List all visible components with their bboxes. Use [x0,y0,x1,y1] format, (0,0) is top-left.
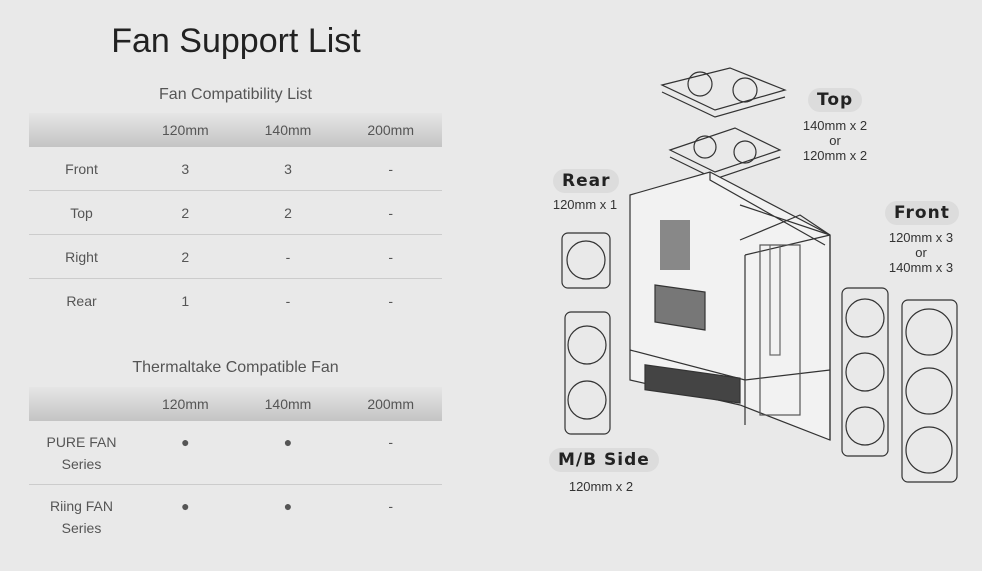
row-label-line2: Series [61,456,102,472]
row-label-line2: Series [61,519,102,536]
table-header: 120mm 140mm 200mm [29,387,442,421]
table-header: 120mm 140mm 200mm [29,113,442,147]
spec-line: 140mm x 3 [888,260,954,275]
cell: 2 [134,190,237,235]
table-row: Rear 1 - - [29,279,442,323]
header-cell [29,387,134,421]
header-cell: 120mm [134,113,237,147]
spec-line: or [829,133,841,148]
header-cell: 140mm [236,113,340,147]
front-fans-illustration [841,287,958,483]
rear-spec: 120mm x 1 [552,197,618,212]
page-title: Fan Support List [111,22,361,60]
front-label: Front [885,201,959,225]
row-label-line1: Riing FAN [49,497,114,514]
cell: 3 [134,147,237,191]
cell: 2 [134,234,237,279]
cell: - [285,292,291,309]
mb-side-label: M/B Side [549,448,659,472]
top-fans-illustration [660,67,787,180]
rear-label: Rear [553,169,620,193]
top-label: Top [808,88,863,112]
cell: ● [181,497,190,514]
compat-table-title: Fan Compatibility List [159,86,312,103]
cell: - [388,292,393,309]
cell: 3 [236,147,340,191]
spec-line: or [915,245,927,260]
header-cell: 140mm [236,387,340,421]
spec-line: 120mm x 3 [888,230,954,245]
row-label: Front [29,147,134,191]
cell: - [388,497,393,514]
cell: - [236,234,340,279]
cell: ● [236,421,340,485]
header-cell: 200mm [339,113,442,147]
mb-side-fans-illustration [564,311,611,435]
spec-line: 120mm x 2 [802,148,868,163]
header-cell [29,113,134,147]
table-row: Riing FAN Series ● ● - [29,484,442,547]
cell: - [339,147,442,191]
header-cell: 200mm [339,387,442,421]
cell: - [339,234,442,279]
cell: - [339,421,442,485]
cell: 2 [236,190,340,235]
mb-side-spec: 120mm x 2 [568,479,634,494]
cell: ● [134,421,237,485]
row-label: Rear [66,292,97,309]
row-label: Riing FAN Series [29,484,134,547]
case-fan-diagram [561,67,958,483]
header-cell: 120mm [134,387,237,421]
cell: ● [283,497,293,514]
row-label-line1: PURE FAN [46,434,117,450]
row-label: Right [29,234,134,279]
tt-table-title: Thermaltake Compatible Fan [132,359,339,376]
case-illustration [629,171,831,441]
cell: 1 [181,292,190,309]
row-label: PURE FAN Series [29,421,134,485]
cell: - [339,190,442,235]
rear-fan-illustration [561,232,611,289]
row-label: Top [29,190,134,235]
spec-line: 140mm x 2 [802,118,868,133]
